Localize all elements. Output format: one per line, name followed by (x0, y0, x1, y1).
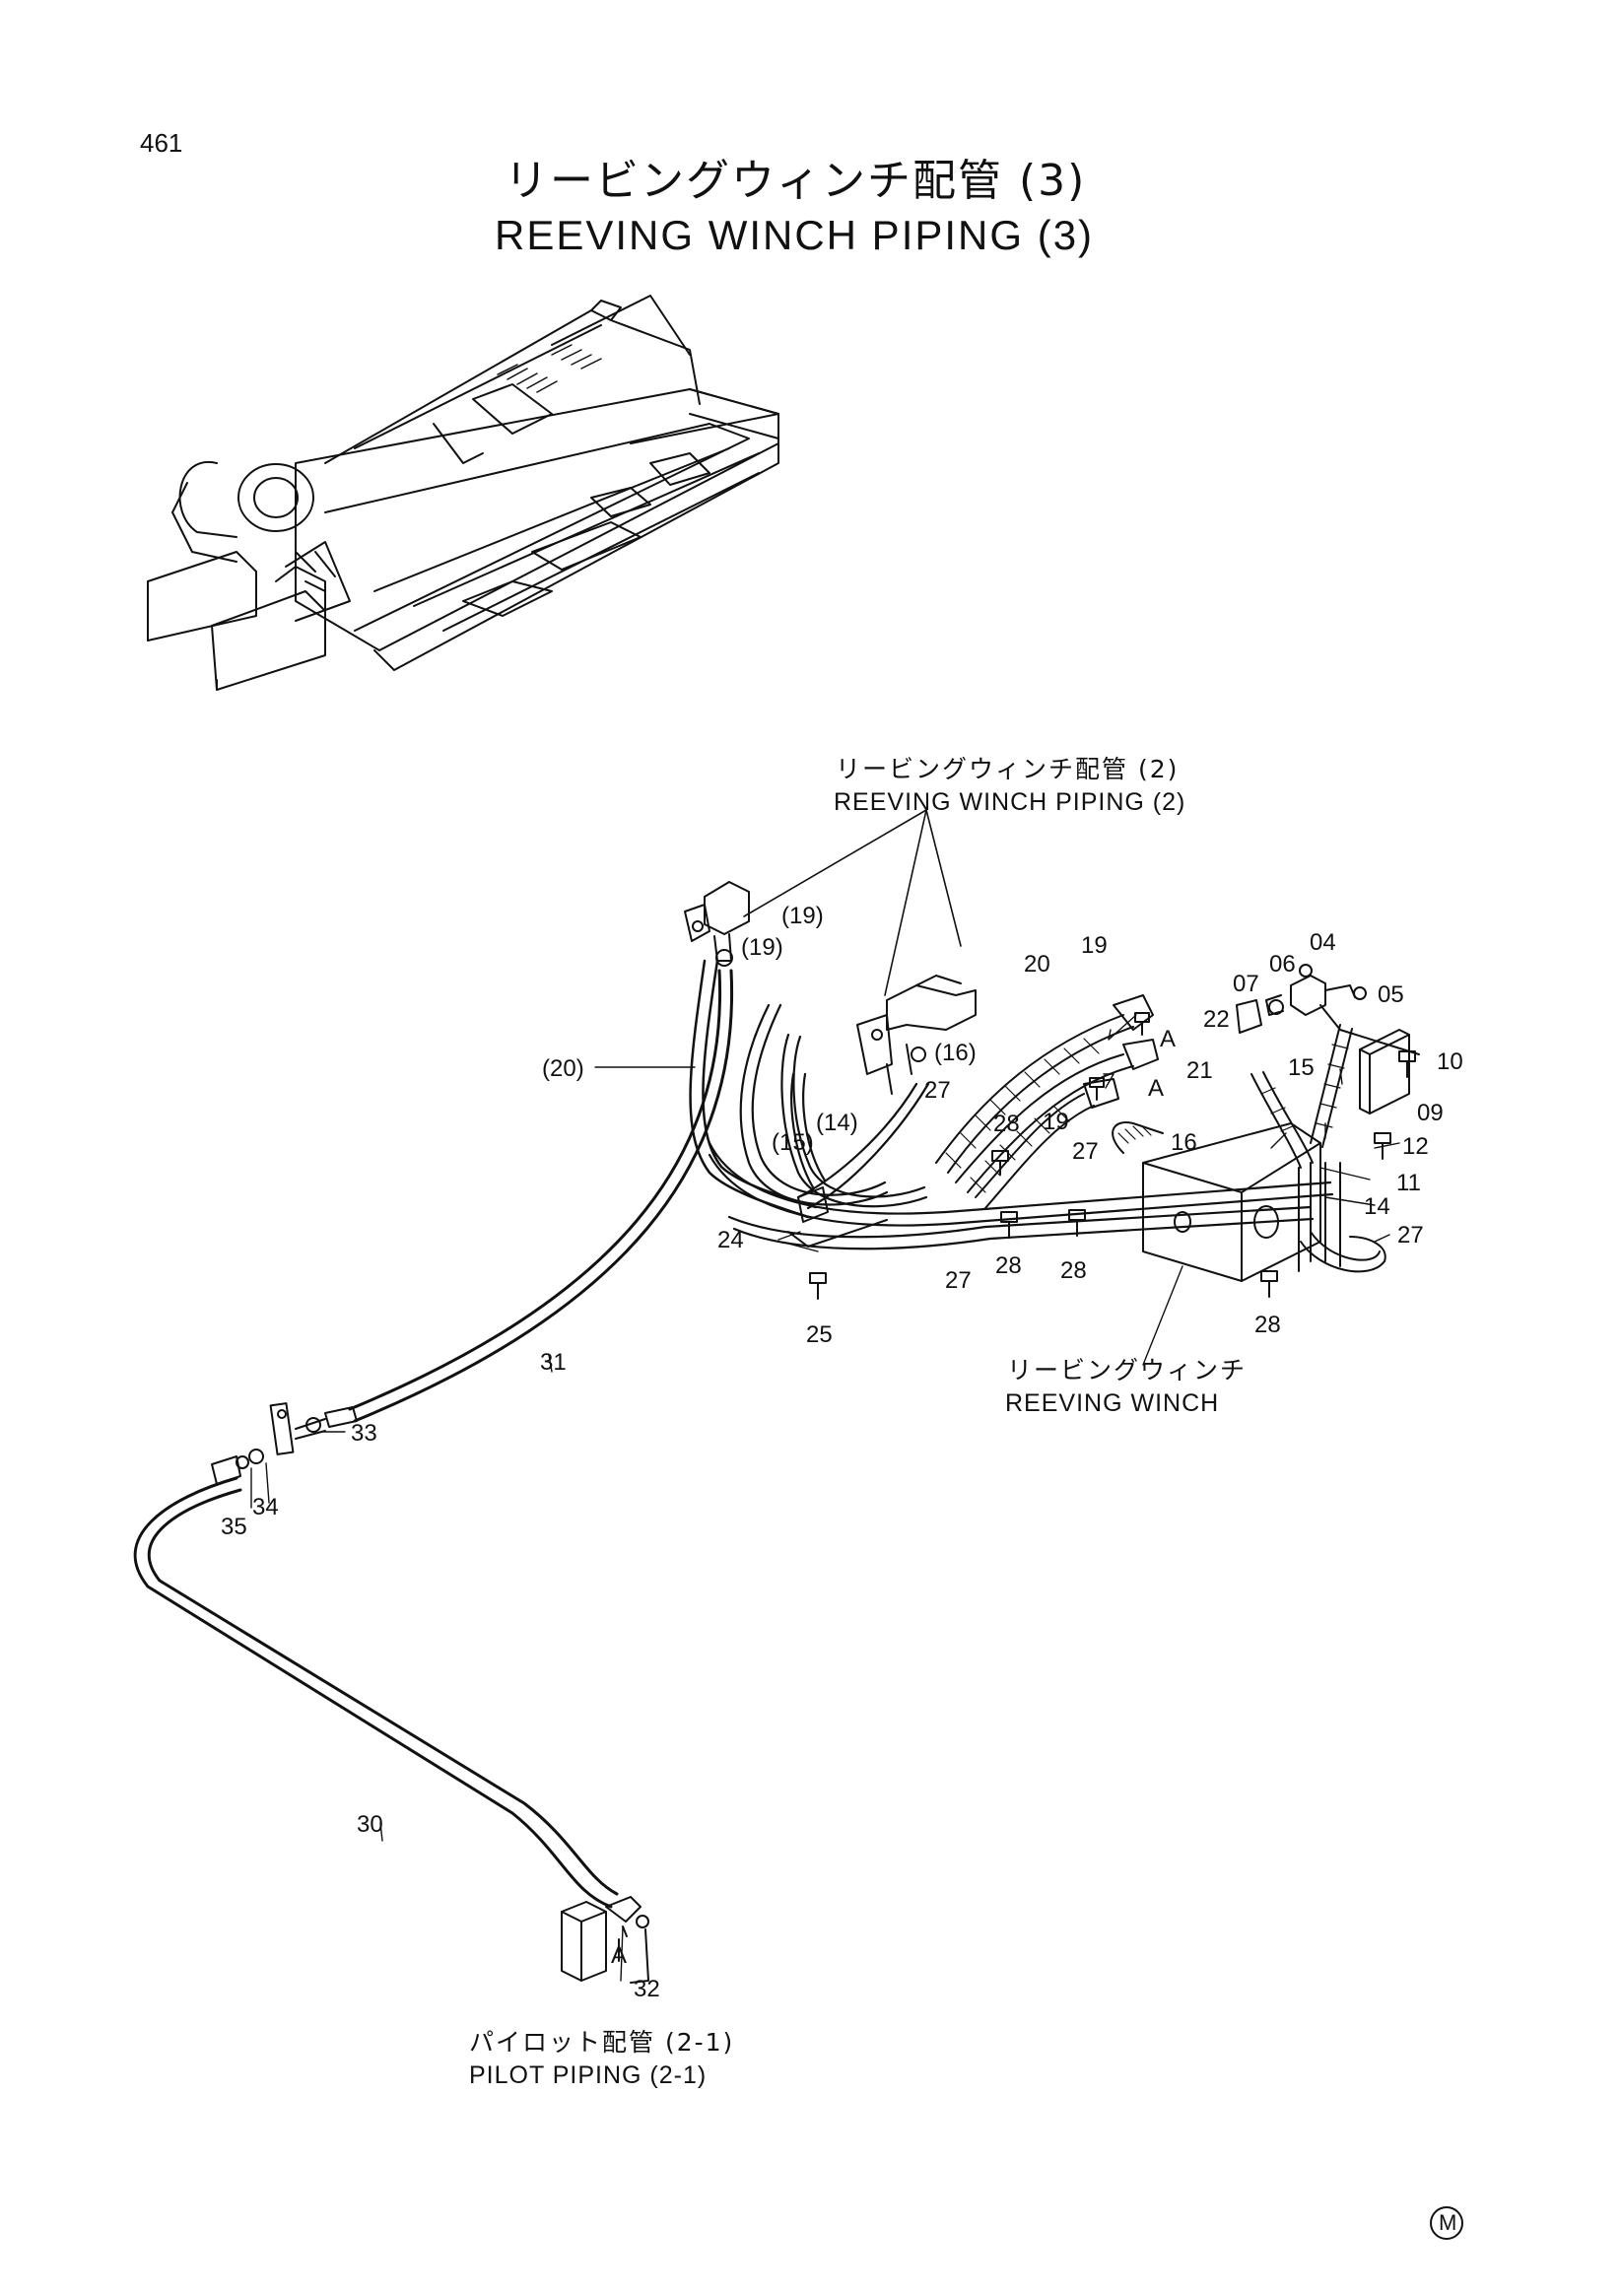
callout-a-lower: A (611, 1942, 628, 1969)
callout-27-d: 27 (1397, 1222, 1424, 1249)
title-english: REEVING WINCH PIPING (3) (495, 212, 1095, 258)
callout-32: 32 (634, 1976, 660, 2002)
callout-31: 31 (540, 1349, 567, 1376)
callout-16-ref: (16) (934, 1040, 977, 1066)
callout-14: 14 (1364, 1193, 1390, 1220)
callout-30: 30 (357, 1811, 383, 1838)
corrugated-hoses-19-20 (935, 994, 1159, 1209)
callout-27-a: 27 (924, 1077, 951, 1104)
leader-lines-piping2 (743, 809, 962, 996)
note-pilot-en: PILOT PIPING (2-1) (469, 2061, 708, 2089)
valve-upper-center (856, 975, 977, 1095)
callout-09: 09 (1417, 1100, 1444, 1126)
callout-11: 11 (1396, 1170, 1421, 1196)
callout-27-c: 27 (945, 1267, 972, 1294)
callout-19-bottom: 19 (1043, 1109, 1069, 1135)
callout-25: 25 (806, 1321, 833, 1348)
callout-05: 05 (1378, 981, 1404, 1008)
bolts (809, 1012, 1416, 1300)
m-symbol-circle (1430, 2206, 1463, 2240)
callout-28-b: 28 (995, 1252, 1022, 1279)
callout-07: 07 (1233, 971, 1259, 997)
note-piping2-jp: リービングウィンチ配管 (2) (836, 755, 1180, 783)
hose-31 (348, 969, 734, 1423)
callout-27-b: 27 (1072, 1138, 1099, 1165)
callout-24: 24 (717, 1227, 744, 1253)
callout-19-top: 19 (1081, 932, 1108, 959)
callout-a-middle: A (1148, 1075, 1165, 1102)
fittings-33-35 (211, 1402, 358, 1485)
pilot-block (561, 1896, 649, 1984)
callout-10: 10 (1437, 1048, 1463, 1075)
callout-35: 35 (221, 1514, 247, 1540)
note-winch-jp: リービングウィンチ (1007, 1356, 1248, 1384)
callout-16: 16 (1171, 1129, 1197, 1156)
title-japanese: リービングウィンチ配管 (3) (505, 156, 1087, 206)
callout-28-a: 28 (993, 1111, 1020, 1137)
callout-19-ref-upper: (19) (781, 903, 824, 929)
callout-20-ref: (20) (542, 1055, 584, 1082)
callout-33: 33 (351, 1420, 377, 1447)
callout-15: 15 (1288, 1054, 1315, 1081)
callout-19-ref-lower: (19) (741, 934, 783, 961)
callout-15-ref: (15) (772, 1129, 814, 1156)
callout-04: 04 (1310, 929, 1336, 956)
m-symbol: M (1439, 2210, 1457, 2235)
callout-20: 20 (1024, 951, 1050, 978)
note-pilot-jp: パイロット配管 (2-1) (469, 2028, 735, 2057)
callout-22: 22 (1203, 1006, 1230, 1033)
callout-21: 21 (1186, 1057, 1213, 1084)
callout-28-c: 28 (1060, 1257, 1087, 1284)
callout-12: 12 (1402, 1133, 1429, 1160)
note-winch-en: REEVING WINCH (1005, 1389, 1220, 1417)
callout-leaders (250, 1014, 1400, 1982)
callout-28-d: 28 (1254, 1312, 1281, 1338)
callout-14-ref: (14) (816, 1110, 858, 1136)
callout-06: 06 (1269, 951, 1296, 978)
reeving-winch-body (1112, 1121, 1386, 1282)
callout-a-upper: A (1160, 1026, 1177, 1052)
page-number: 461 (140, 128, 183, 158)
note-piping2-en: REEVING WINCH PIPING (2) (834, 788, 1186, 816)
valve-upper-left (684, 881, 750, 967)
bracket-09 (1359, 1029, 1410, 1114)
machine-frame-overview (147, 295, 779, 691)
hose-bundle-center (708, 1003, 1334, 1250)
clamp-24 (787, 1186, 888, 1248)
fittings-04-07 (1236, 964, 1420, 1055)
callout-34: 34 (252, 1494, 279, 1520)
hose-30 (133, 1476, 619, 1909)
